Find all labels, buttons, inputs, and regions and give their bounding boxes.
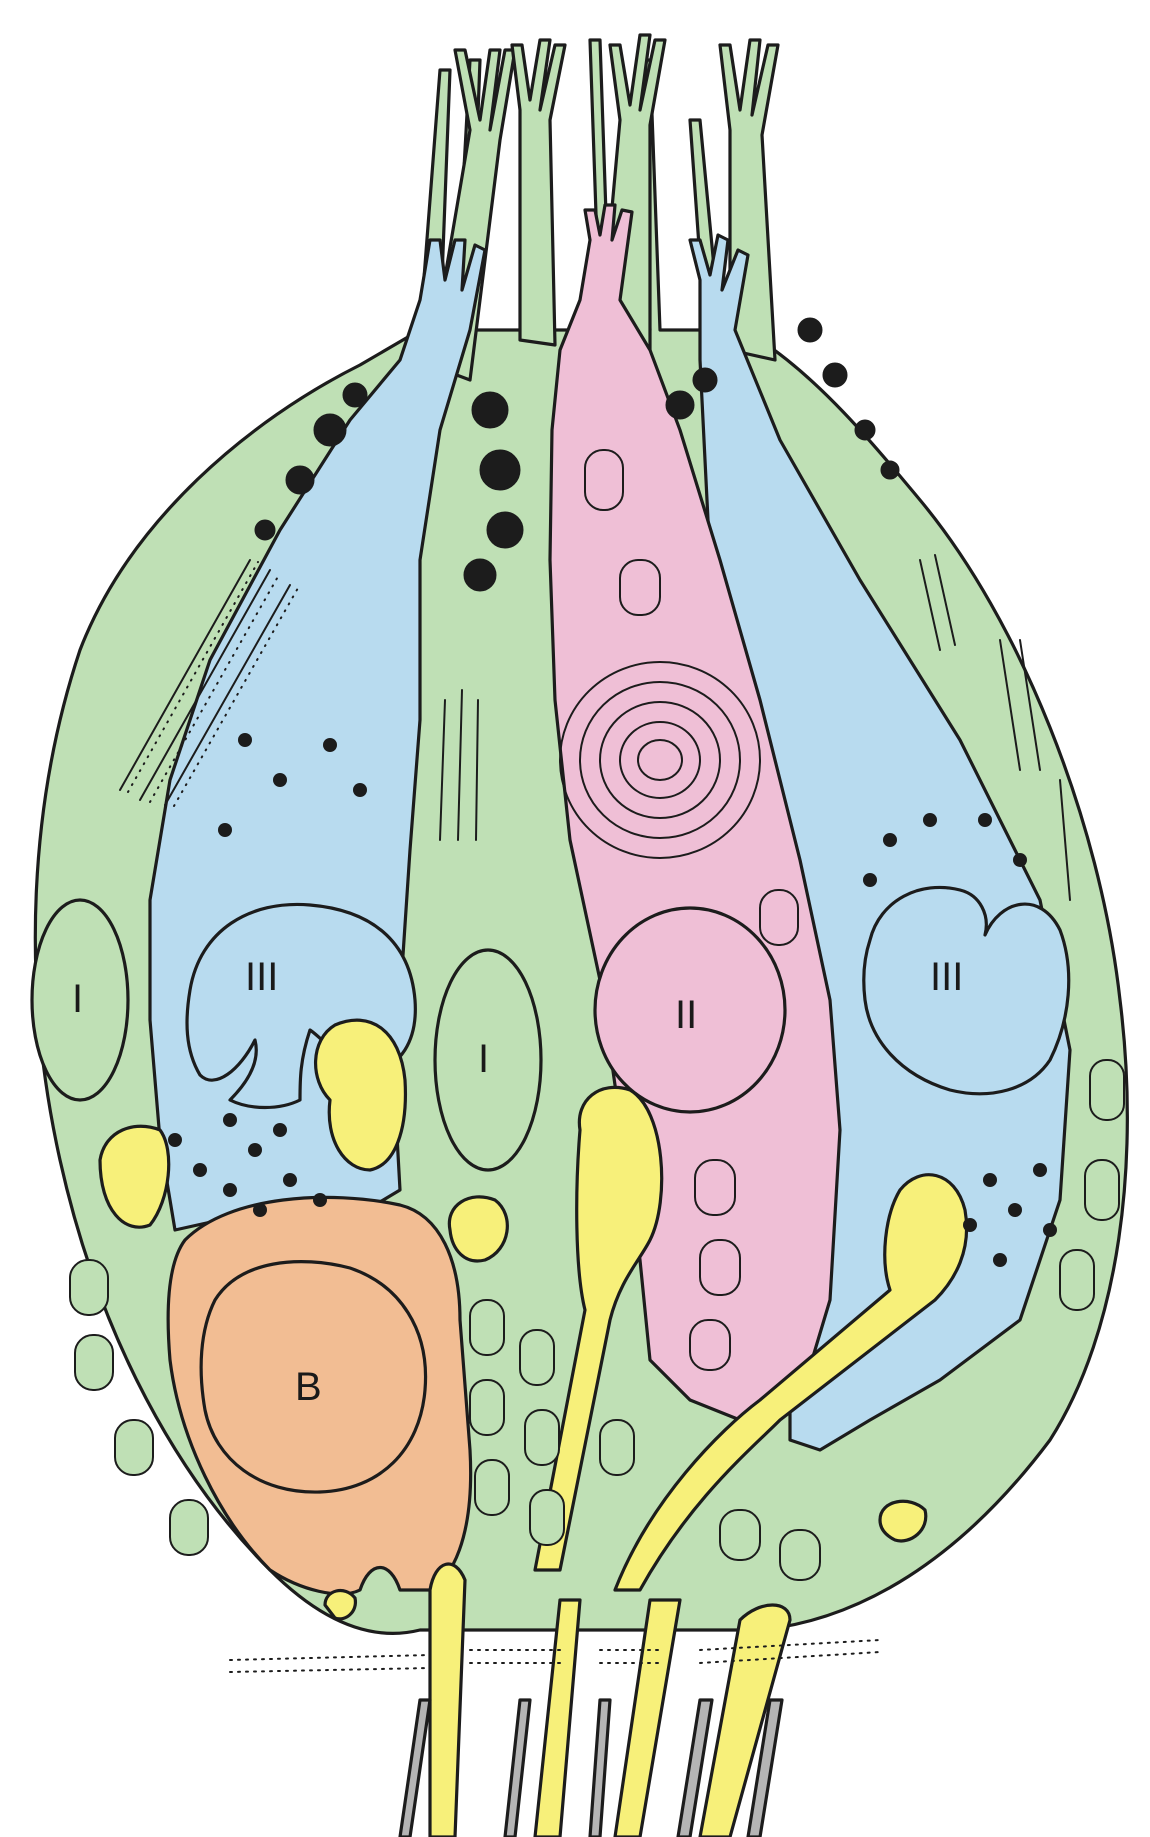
label-basal-cell: B — [295, 1365, 322, 1409]
label-type-iii-right: III — [930, 955, 963, 999]
label-type-ii: II — [675, 993, 697, 1037]
microvilli-green-mid — [512, 40, 565, 345]
label-type-i-left: I — [72, 977, 83, 1021]
label-type-i-center: I — [478, 1037, 489, 1081]
label-type-iii-left: III — [245, 955, 278, 999]
